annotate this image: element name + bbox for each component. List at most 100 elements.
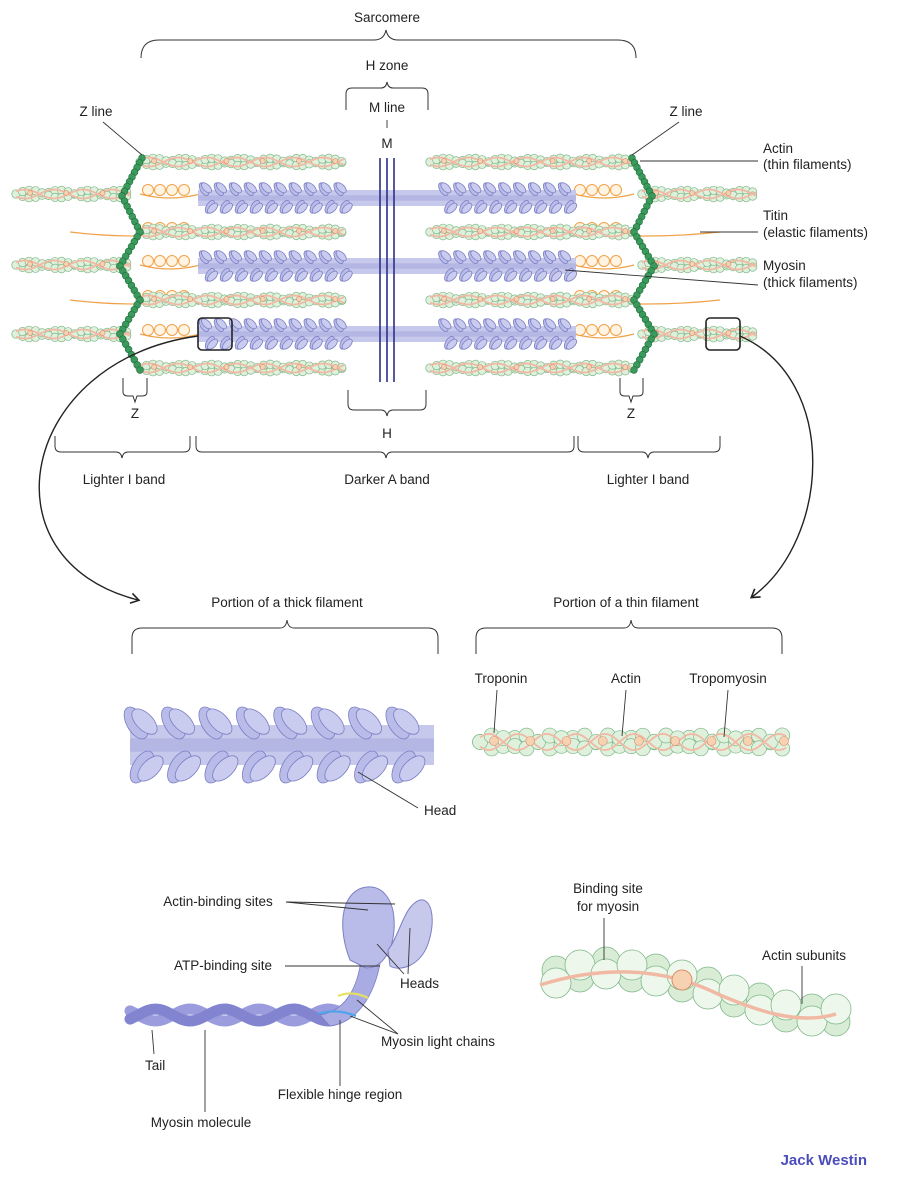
tropomyosin-strand — [15, 328, 131, 340]
titin-coil — [178, 255, 190, 267]
thin-filament-left — [135, 223, 347, 241]
tropomyosin-strand — [429, 226, 632, 238]
thick-filament-detail — [123, 706, 434, 784]
titin-left — [139, 255, 201, 270]
troponin-dot — [441, 364, 447, 370]
tropomyosin-strand — [641, 259, 757, 271]
myosin-head — [399, 755, 426, 782]
myosin-head — [326, 202, 338, 214]
troponin-dot — [622, 364, 629, 370]
myosin-head — [305, 250, 317, 262]
detail-views — [123, 706, 852, 1037]
titin-coil — [142, 184, 154, 196]
actin-detail-leader — [621, 689, 627, 737]
troponin-dot — [332, 296, 339, 302]
tropomyosin-strand — [15, 188, 131, 200]
troponin-dot — [99, 261, 106, 267]
thick-portion-bracket — [131, 619, 439, 654]
tropomyosin-strand — [429, 156, 632, 168]
myosin-head — [266, 202, 278, 214]
myosin-head — [266, 338, 278, 350]
tail-leader — [151, 1029, 155, 1055]
i-band-bracket-left — [54, 436, 191, 459]
troponin-dot — [549, 228, 556, 234]
binding-site-label-1: Binding site — [573, 881, 643, 896]
myosin-head — [515, 250, 527, 262]
troponin-dot — [223, 158, 230, 164]
myosin-head — [230, 182, 242, 194]
light-chain-2 — [317, 1010, 357, 1018]
thin-portion-bracket — [475, 619, 783, 654]
myosin-head — [335, 182, 347, 194]
myosin-head — [500, 250, 512, 262]
myosin-head — [500, 182, 512, 194]
myosin-head — [305, 318, 317, 330]
h-zone-bracket — [345, 81, 429, 110]
troponin-dot — [489, 736, 499, 746]
myosin-head — [326, 338, 338, 350]
actin-binding-leader-1 — [285, 901, 369, 911]
myosin-head — [341, 270, 353, 282]
myosin-head — [521, 338, 533, 350]
myosin-head — [236, 202, 248, 214]
troponin-dot — [332, 364, 339, 370]
troponin-dot — [513, 364, 520, 370]
thick-filament — [198, 318, 578, 350]
myosin-head — [455, 250, 467, 262]
myosin-head — [491, 338, 503, 350]
titin-right — [573, 324, 635, 339]
myosin-head — [249, 755, 276, 782]
m-label: M — [381, 136, 392, 151]
actin-subunit — [770, 989, 802, 1021]
myosin-tail-strand — [124, 1003, 346, 1027]
troponin-dot — [441, 158, 447, 164]
troponin-dot — [622, 296, 629, 302]
heads-leader-1 — [376, 943, 405, 975]
myosin-head — [560, 182, 572, 194]
myosin-head — [485, 318, 497, 330]
titin-left — [139, 324, 201, 339]
myosin-head — [536, 202, 548, 214]
myosin-head — [335, 318, 347, 330]
myosin-head — [207, 338, 219, 350]
myosin-label: Myosin — [763, 258, 806, 273]
thin-filament-left — [135, 153, 347, 171]
m-line-structure — [379, 158, 395, 382]
tropomyosin-label: Tropomyosin — [689, 671, 767, 686]
myosin-head — [311, 270, 323, 282]
tropomyosin-strand — [641, 188, 757, 200]
troponin-dot — [332, 158, 339, 164]
titin-coil — [154, 324, 166, 336]
tropomyosin-strand — [641, 328, 757, 340]
arrow-to-thick-detail — [38, 335, 199, 604]
troponin-dot — [332, 228, 339, 234]
troponin-dot — [779, 736, 789, 746]
myosin-head — [318, 708, 345, 735]
myosin-head — [530, 250, 542, 262]
myosin-head — [290, 182, 302, 194]
thin-filament-far-right — [637, 325, 758, 343]
zoom-box-thin — [705, 317, 741, 351]
myosin-head — [476, 202, 488, 214]
troponin-dot — [477, 296, 484, 302]
myosin-head — [545, 318, 557, 330]
myosin-head — [251, 202, 263, 214]
titin-coil — [178, 184, 190, 196]
troponin-dot — [561, 736, 572, 746]
thick-filaments — [198, 182, 578, 350]
tropomyosin-strand — [139, 226, 345, 238]
titin-coil — [586, 184, 598, 196]
myosin-head — [168, 708, 195, 735]
tropomyosin-strand — [641, 188, 757, 200]
thin-portion-title: Portion of a thin filament — [553, 595, 699, 610]
troponin-dot — [725, 330, 732, 336]
troponin-dot — [689, 330, 696, 336]
titin-right — [573, 184, 635, 199]
actin-sublabel: (thin filaments) — [763, 157, 852, 172]
sarcomere-bracket — [140, 29, 637, 59]
troponin-dot — [549, 296, 556, 302]
troponin-dot — [187, 364, 194, 370]
myosin-head — [455, 182, 467, 194]
thin-filament-right — [425, 291, 637, 309]
titin-coil — [574, 184, 586, 196]
